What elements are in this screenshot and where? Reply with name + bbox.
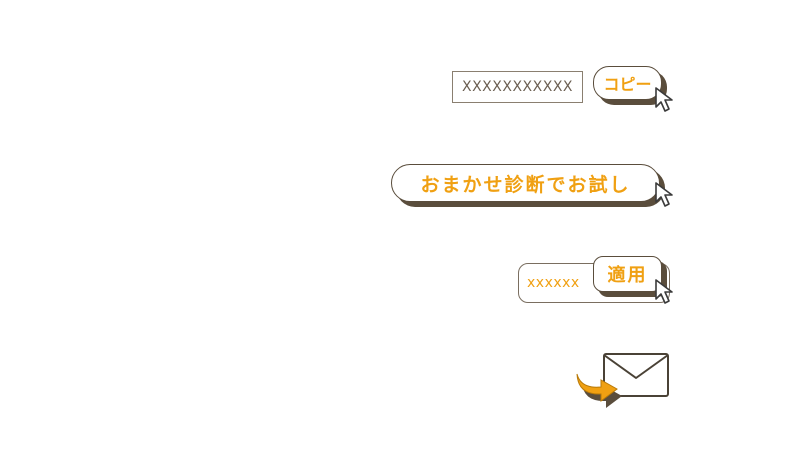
coupon-value: xxxxxx [527,275,580,291]
pointer-cursor-icon [655,279,673,304]
apply-button[interactable]: 適用 [593,256,662,292]
code-value: XXXXXXXXXXX [462,79,573,95]
code-field[interactable]: XXXXXXXXXXX [452,71,583,103]
apply-button-label: 適用 [607,265,648,285]
pointer-cursor-icon [655,182,673,207]
try-diagnosis-label: おまかせ診断でお試し [420,174,631,196]
copy-button-label: コピー [603,77,652,94]
pointer-cursor-icon [655,87,673,112]
mail-send-icon[interactable] [575,352,671,410]
copy-button[interactable]: コピー [593,66,662,100]
try-diagnosis-button[interactable]: おまかせ診断でお試し [391,164,660,202]
